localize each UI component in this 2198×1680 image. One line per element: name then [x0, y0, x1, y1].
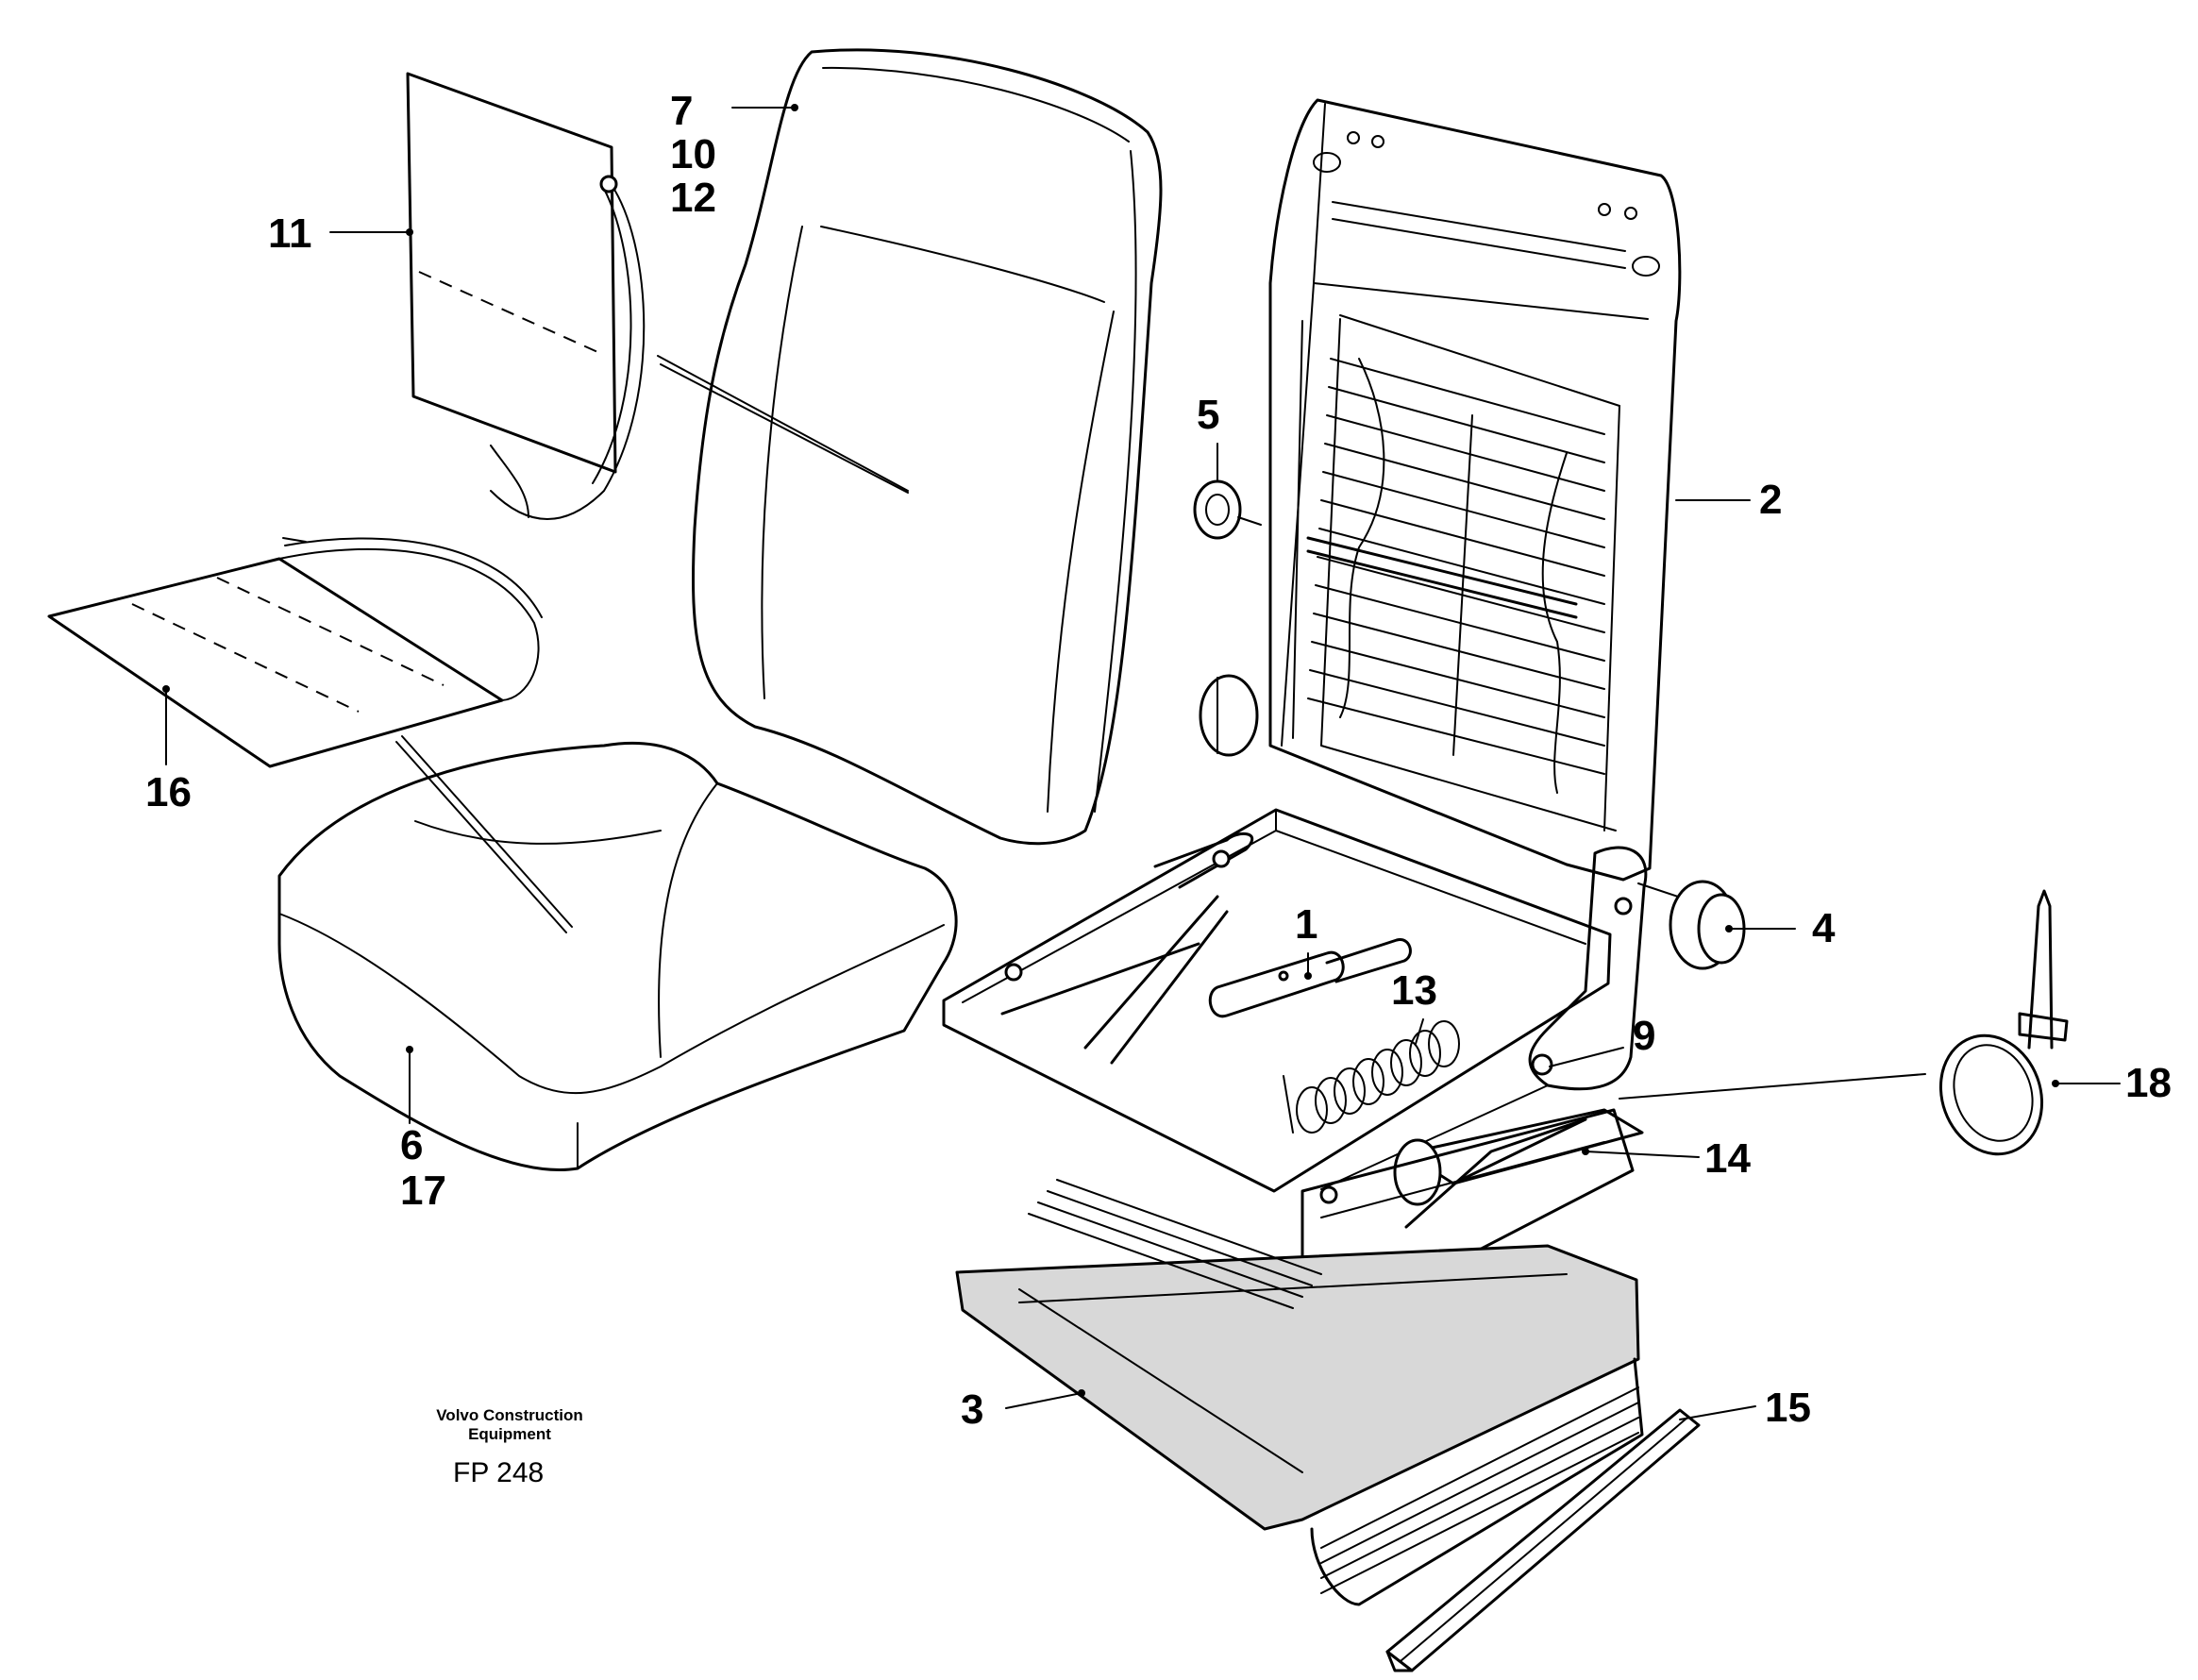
backrest-adjust-knob	[1199, 674, 1259, 757]
cable-tie	[1938, 889, 2069, 1156]
gas-damper	[1208, 938, 1412, 1018]
recliner-bracket	[1528, 846, 1648, 1091]
callout-11: 11	[268, 210, 312, 257]
callout-9: 9	[1633, 1013, 1656, 1059]
callout-3: 3	[961, 1386, 984, 1433]
leader-lines	[162, 104, 2121, 1420]
figure-number: FP 248	[453, 1457, 545, 1488]
callout-12: 12	[670, 175, 716, 221]
backrest-cushion	[657, 48, 1163, 846]
callout-17: 17	[400, 1168, 446, 1214]
backrest-springs	[1306, 358, 1605, 794]
publisher-mark: Volvo Construction Equipment	[415, 1406, 604, 1444]
seat-frame	[942, 808, 1612, 1204]
suspension-spring	[1283, 1020, 1460, 1134]
callout-5: 5	[1197, 392, 1220, 438]
lower-frame	[1300, 1108, 1635, 1314]
recline-knob	[1637, 880, 1746, 970]
callout-15: 15	[1765, 1385, 1811, 1431]
publisher-line-1: Volvo Construction	[436, 1406, 583, 1424]
publisher-line-2: Equipment	[468, 1425, 551, 1443]
callout-13: 13	[1391, 967, 1437, 1014]
scissor-mechanism	[1320, 1084, 1644, 1229]
callout-14: 14	[1704, 1135, 1751, 1182]
callout-1: 1	[1295, 901, 1318, 948]
seat-heating-pad	[47, 537, 543, 768]
seat-cushion	[277, 735, 958, 1171]
slide-rail	[1385, 1408, 1701, 1672]
bellows-base	[955, 1179, 1644, 1606]
callout-10: 10	[670, 131, 716, 177]
callout-7: 7	[670, 88, 694, 134]
callout-2: 2	[1759, 477, 1783, 523]
callout-4: 4	[1812, 905, 1836, 951]
callout-6: 6	[400, 1122, 424, 1168]
backrest-frame	[1268, 98, 1682, 882]
lumbar-knob	[1193, 479, 1262, 540]
callout-16: 16	[145, 769, 192, 815]
backrest-heating-pad	[406, 72, 646, 520]
callout-18: 18	[2125, 1060, 2172, 1106]
